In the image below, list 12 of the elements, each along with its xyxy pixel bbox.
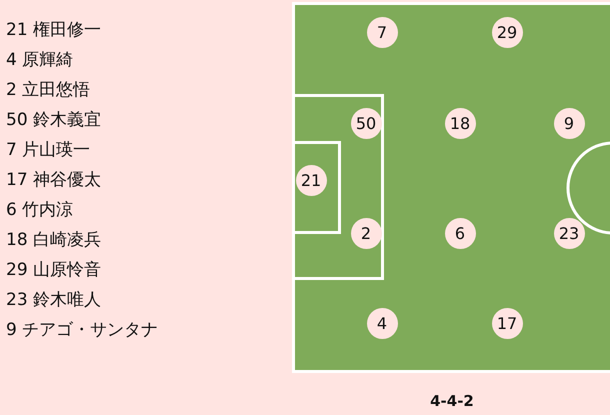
player-list-entry: 9 チアゴ・サンタナ: [6, 319, 158, 341]
player-list-entry: 23 鈴木唯人: [6, 289, 102, 311]
player-list-entry: 50 鈴木義宜: [6, 109, 102, 131]
player-list-entry: 18 白崎凌兵: [6, 229, 102, 251]
player-list-entry: 21 権田修一: [6, 19, 102, 41]
player-list-entry: 7 片山瑛一: [6, 139, 90, 161]
player-list-entry: 4 原輝綺: [6, 49, 74, 71]
player-list-entry: 2 立田悠悟: [6, 79, 90, 101]
player-list-entry: 29 山原怜音: [6, 259, 102, 281]
player-list-entry: 17 神谷優太: [6, 169, 102, 191]
player-list-entry: 6 竹内涼: [6, 199, 74, 221]
formation-caption: 4-4-2: [429, 391, 475, 411]
